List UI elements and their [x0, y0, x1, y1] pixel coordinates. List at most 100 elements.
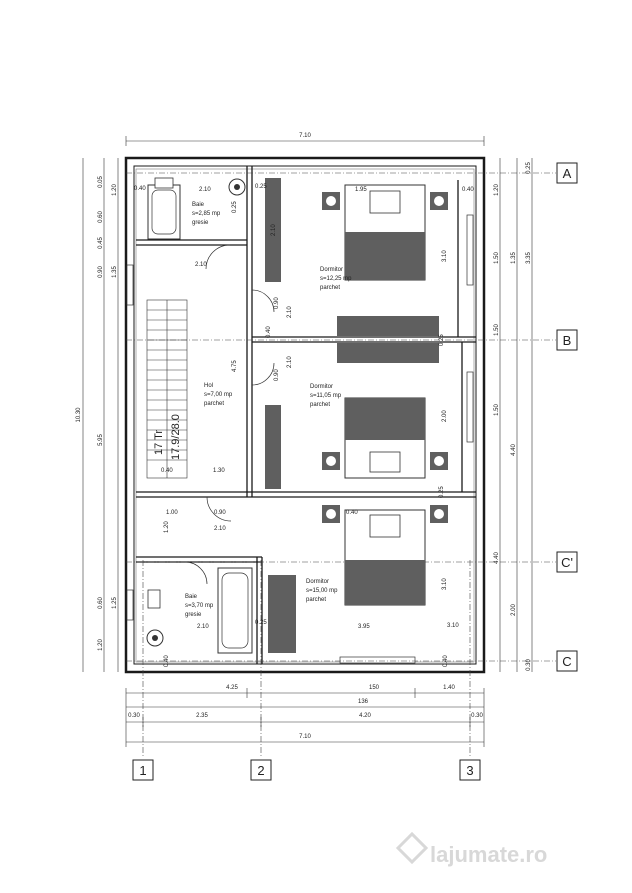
dim-inner-14: 0.90 [274, 369, 280, 381]
dim-inner-32: 0.25 [439, 486, 445, 498]
dim-left-3: 0.60 [98, 211, 104, 223]
dim-bottom-1: 4.25 [226, 685, 238, 691]
bedroom-3-furniture [268, 505, 448, 653]
dim-right-1: 0.25 [526, 162, 532, 174]
dim-right-4: 1.35 [511, 252, 517, 264]
dim-left-7: 5.95 [98, 434, 104, 446]
dim-bottom-5: 0.30 [128, 713, 140, 719]
bathroom-2-fixtures [146, 567, 253, 654]
dim-left-6: 1.35 [112, 266, 118, 278]
room-dormitor-3-name: Dormitor [306, 579, 329, 585]
dim-left-total: 10.30 [76, 407, 82, 423]
dim-inner-19: 0.40 [161, 468, 173, 474]
room-dormitor-3-floor: parchet [306, 597, 326, 603]
dim-inner-8: 2.10 [195, 262, 207, 268]
dim-right-9: 4.40 [494, 552, 500, 564]
dim-right-8: 4.40 [511, 444, 517, 456]
dim-inner-3: 0.25 [255, 184, 267, 190]
room-hol-floor: parchet [204, 401, 224, 407]
watermark-text: lajumate.ro [430, 842, 547, 867]
dim-inner-2: 0.40 [134, 186, 146, 192]
doors [184, 244, 275, 585]
dim-inner-4: 2.10 [271, 224, 277, 236]
finish-outline [135, 168, 475, 663]
room-baie-1-floor: gresie [192, 220, 209, 226]
dim-inner-10: 2.10 [287, 306, 293, 318]
dim-inner-31: 0.25 [439, 334, 445, 346]
dim-inner-29: 0.40 [164, 655, 170, 667]
dim-inner-11: 0.90 [274, 297, 280, 309]
dimension-lines-left [82, 158, 119, 672]
dim-inner-27: 3.95 [358, 624, 370, 630]
inner-dims: 2.10 0.40 0.25 2.10 1.95 3.10 0.40 2.10 … [134, 184, 474, 667]
dim-left-5: 0.90 [98, 266, 104, 278]
stairs-label-2: 17.9/28.0 [170, 414, 182, 460]
dim-left-labels: 0.05 1.20 0.60 0.45 0.90 1.35 10.30 5.95… [76, 176, 118, 651]
bathtub-1 [147, 184, 181, 240]
dim-inner-22: 2.10 [214, 526, 226, 532]
bathroom-1-fixtures [147, 177, 246, 240]
room-dormitor-2-name: Dormitor [310, 384, 333, 390]
dim-right-6: 1.50 [494, 324, 500, 336]
stairs-label-1: 17 Tr [153, 430, 165, 455]
bathtub-2 [217, 567, 253, 654]
dim-bottom-4: 136 [358, 699, 369, 705]
dim-inner-20: 1.00 [166, 510, 178, 516]
dim-inner-6: 3.10 [442, 250, 448, 262]
dim-left-2: 1.20 [112, 184, 118, 196]
outer-wall-outline [124, 156, 486, 674]
windows [126, 214, 474, 664]
dim-inner-18: 1.30 [213, 468, 225, 474]
room-dormitor-1-area: s=12,25 mp [320, 276, 352, 282]
dimension-lines-top [125, 136, 485, 146]
bedroom-2-furniture [265, 343, 448, 489]
room-baie-1-area: s=2,85 mp [192, 211, 221, 217]
dim-inner-28: 3.10 [447, 623, 459, 629]
room-dormitor-1-name: Dormitor [320, 267, 343, 273]
axis-markers: A B C' C 1 2 3 [132, 162, 578, 781]
wardrobe-2 [265, 405, 281, 489]
dimension-lines-bottom [125, 688, 485, 747]
dim-left-4: 0.45 [98, 237, 104, 249]
inner-wall-outline [133, 165, 477, 665]
watermark: lajumate.ro [395, 831, 547, 867]
dim-right-2: 1.20 [494, 184, 500, 196]
room-labels: Baie s=2,85 mp gresie Dormitor s=12,25 m… [185, 202, 352, 618]
axis-lines [126, 172, 556, 758]
room-dormitor-2-area: s=11,05 mp [310, 393, 342, 399]
dim-inner-25: 2.10 [197, 624, 209, 630]
dim-inner-24: 1.20 [164, 521, 170, 533]
dim-right-11: 0.30 [526, 659, 532, 671]
room-hol-area: s=7,00 mp [204, 392, 233, 398]
room-baie-2-name: Baie [185, 594, 198, 600]
dim-inner-13: 0.40 [266, 326, 272, 338]
dim-left-9: 1.25 [112, 597, 118, 609]
dim-inner-12: 2.10 [287, 356, 293, 368]
dim-left-8: 0.60 [98, 597, 104, 609]
dim-left-10: 1.20 [98, 639, 104, 651]
dim-inner-23: 0.40 [346, 510, 358, 516]
dim-bottom-7: 4.20 [359, 713, 371, 719]
axis-label-1: 1 [139, 763, 146, 778]
room-dormitor-3-area: s=15,00 mp [306, 588, 338, 594]
dimension-lines-right [499, 158, 533, 672]
axis-label-a: A [563, 166, 572, 181]
axis-label-c: C [562, 654, 571, 669]
axis-label-2: 2 [257, 763, 264, 778]
watermark-logo-icon [395, 831, 429, 865]
dim-right-5: 3.35 [526, 252, 532, 264]
toilet-2 [147, 589, 161, 609]
dim-right-7: 1.50 [494, 404, 500, 416]
dim-inner-7: 0.40 [462, 187, 474, 193]
dim-right-labels: 0.25 1.20 1.50 1.35 3.35 1.50 1.50 4.40 … [494, 162, 532, 671]
dim-inner-17: 4.75 [232, 360, 238, 372]
room-dormitor-1-floor: parchet [320, 285, 340, 291]
dim-bottom-2: 150 [369, 685, 380, 691]
dim-inner-30: 0.40 [443, 655, 449, 667]
room-hol-name: Hol [204, 383, 213, 389]
dim-bottom-3: 1.40 [443, 685, 455, 691]
dim-inner-9: 0.25 [232, 201, 238, 213]
dim-inner-15: 2.00 [442, 410, 448, 422]
dim-inner-16: 3.10 [442, 578, 448, 590]
